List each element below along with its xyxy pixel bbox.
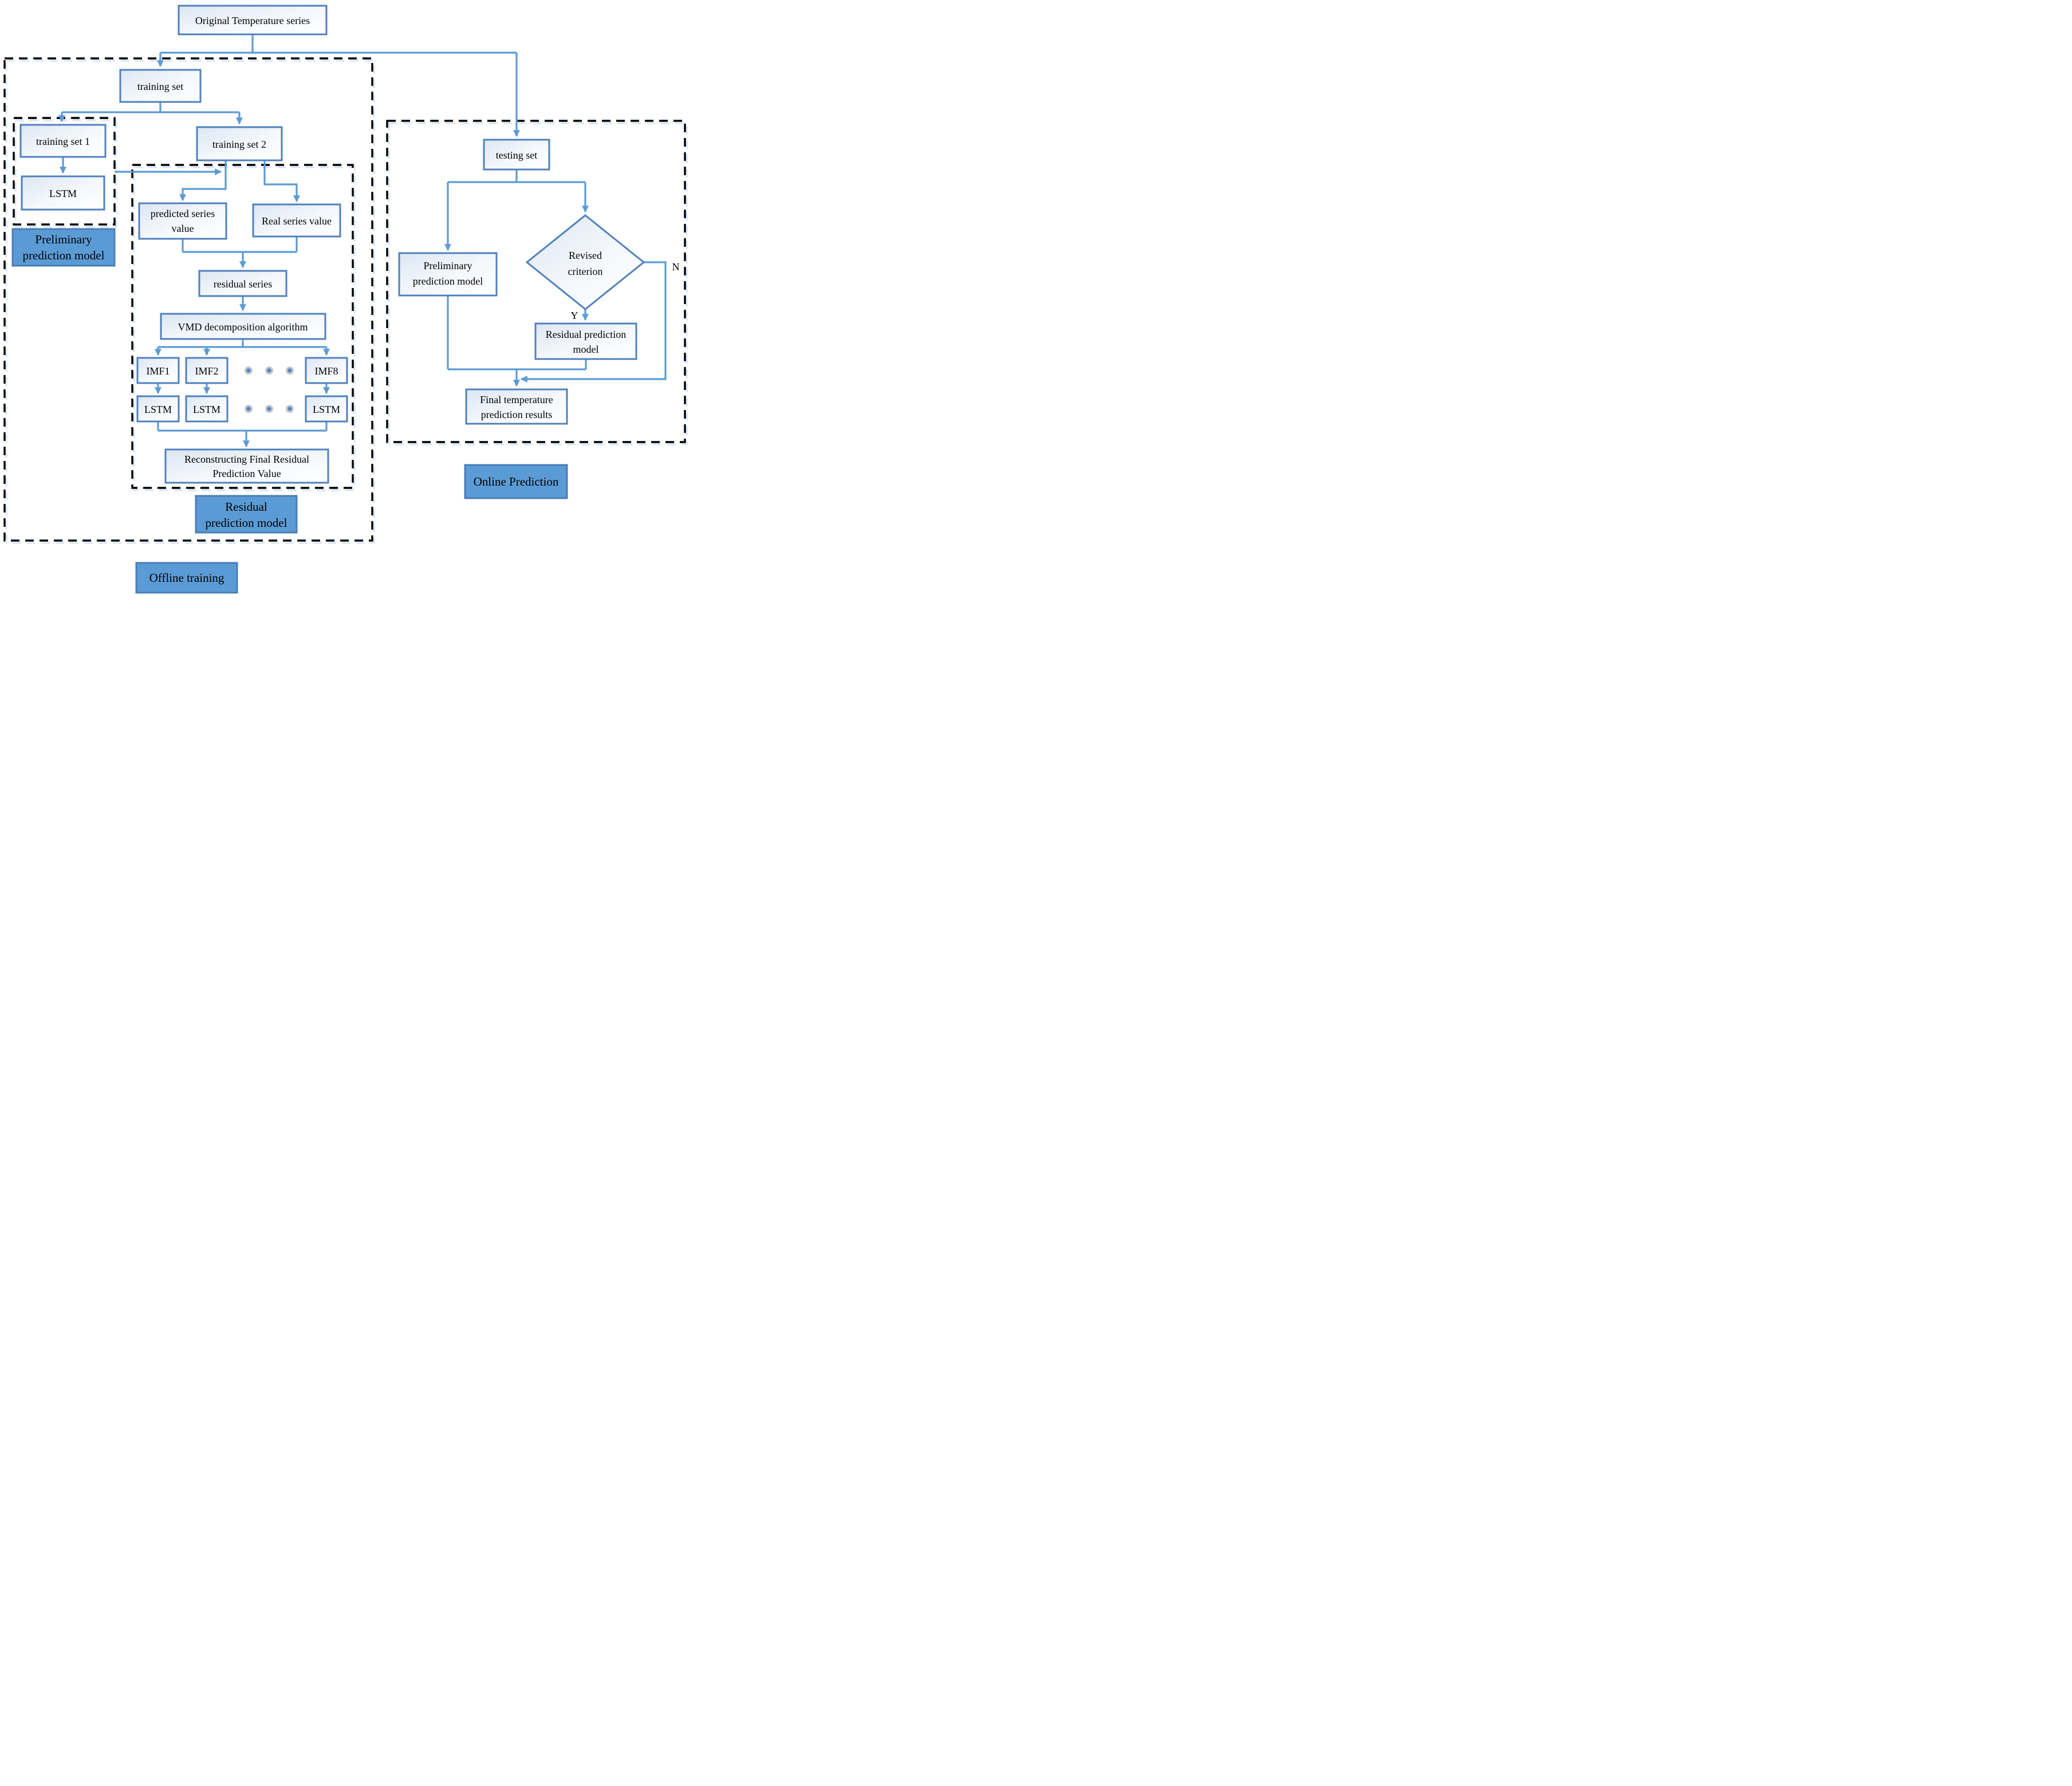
node-residual-series: residual series <box>198 270 287 297</box>
line-merge-predicted-real <box>182 236 298 253</box>
arrow-ts2-to-real <box>263 160 300 203</box>
node-label: IMF2 <box>195 365 218 377</box>
node-label: residual series <box>214 278 272 290</box>
node-label: testing set <box>496 149 538 161</box>
flowchart-canvas: Original Temperature series training set… <box>3 5 688 594</box>
node-label: IMF8 <box>314 365 338 377</box>
node-label: LSTM <box>144 404 172 415</box>
label-preliminary-prediction-model: Preliminary prediction model <box>11 228 116 267</box>
online-prediction-container <box>386 120 688 445</box>
node-reconstructing-final-residual: Reconstructing Final Residual Prediction… <box>164 448 329 484</box>
node-label: Revised <box>569 250 602 261</box>
node-label: Original Temperature series <box>195 15 310 26</box>
node-testing-set: testing set <box>483 139 550 171</box>
node-label: VMD decomposition algorithm <box>178 321 308 333</box>
node-label: Real series value <box>262 215 332 227</box>
branch-label-yes: Y <box>571 310 578 321</box>
label-line: Residual <box>225 500 267 514</box>
node-label: LSTM <box>313 404 340 415</box>
label-offline-training: Offline training <box>135 562 238 594</box>
label-line: Preliminary <box>35 232 92 246</box>
node-imf2: IMF2 <box>185 357 229 384</box>
node-label: training set <box>137 81 183 92</box>
node-real-series-value: Real series value <box>252 203 341 238</box>
arrow-criterion-no-bypass <box>520 261 667 383</box>
node-label: training set 1 <box>36 136 90 147</box>
node-label: LSTM <box>193 404 220 415</box>
label-online-prediction: Online Prediction <box>464 464 568 499</box>
node-residual-prediction-model-online: Residual prediction model <box>534 322 637 360</box>
node-label: Prediction Value <box>212 468 281 479</box>
node-label: Preliminary <box>424 260 472 271</box>
label-line: Offline training <box>149 571 224 585</box>
node-preliminary-prediction-model-online: Preliminary prediction model <box>398 252 498 297</box>
flowchart-figure: Original Temperature series training set… <box>0 0 691 596</box>
node-label: model <box>573 344 599 355</box>
node-label: Residual prediction <box>546 329 626 340</box>
arrow-ts2-to-predicted <box>179 160 227 202</box>
node-training-set: training set <box>119 69 202 103</box>
node-revised-criterion-decision: Revised criterion <box>525 214 645 310</box>
line-testing-split <box>448 169 585 183</box>
node-label: LSTM <box>49 188 77 199</box>
node-vmd-decomposition: VMD decomposition algorithm <box>160 313 326 340</box>
node-imf8: IMF8 <box>305 357 348 384</box>
line-vmd-fanout <box>158 339 326 348</box>
node-label: Reconstructing Final Residual <box>184 454 309 465</box>
node-label: predicted series <box>151 208 215 219</box>
node-lstm-imf8: LSTM <box>305 395 348 423</box>
arrow-original-to-split <box>160 34 517 54</box>
node-training-set-2: training set 2 <box>196 126 283 161</box>
node-label: Final temperature <box>480 394 553 405</box>
label-line: prediction model <box>23 249 105 262</box>
line-lstm-collect <box>157 421 328 432</box>
node-lstm-imf1: LSTM <box>136 395 180 423</box>
label-residual-prediction-model: Residual prediction model <box>195 495 298 534</box>
branch-label-no: N <box>672 261 680 273</box>
node-training-set-1: training set 1 <box>19 124 107 158</box>
ellipsis-dots-icon <box>245 366 294 413</box>
label-line: Online Prediction <box>474 475 559 488</box>
node-label: IMF1 <box>146 365 170 377</box>
node-final-temperature-prediction-results: Final temperature prediction results <box>465 388 568 425</box>
node-original-temperature-series: Original Temperature series <box>178 5 328 36</box>
offline-training-container <box>3 57 375 544</box>
node-label: criterion <box>568 266 603 277</box>
node-label: training set 2 <box>212 139 266 150</box>
label-line: prediction model <box>206 516 287 530</box>
connectors <box>58 34 667 448</box>
node-lstm-preliminary: LSTM <box>21 175 105 211</box>
node-label: value <box>172 223 194 234</box>
node-label: prediction model <box>413 275 483 287</box>
node-lstm-imf2: LSTM <box>185 395 229 423</box>
node-imf1: IMF1 <box>136 357 180 384</box>
node-predicted-series-value: predicted series value <box>138 202 227 240</box>
line-training-set-split <box>62 102 239 113</box>
node-label: prediction results <box>481 409 552 420</box>
